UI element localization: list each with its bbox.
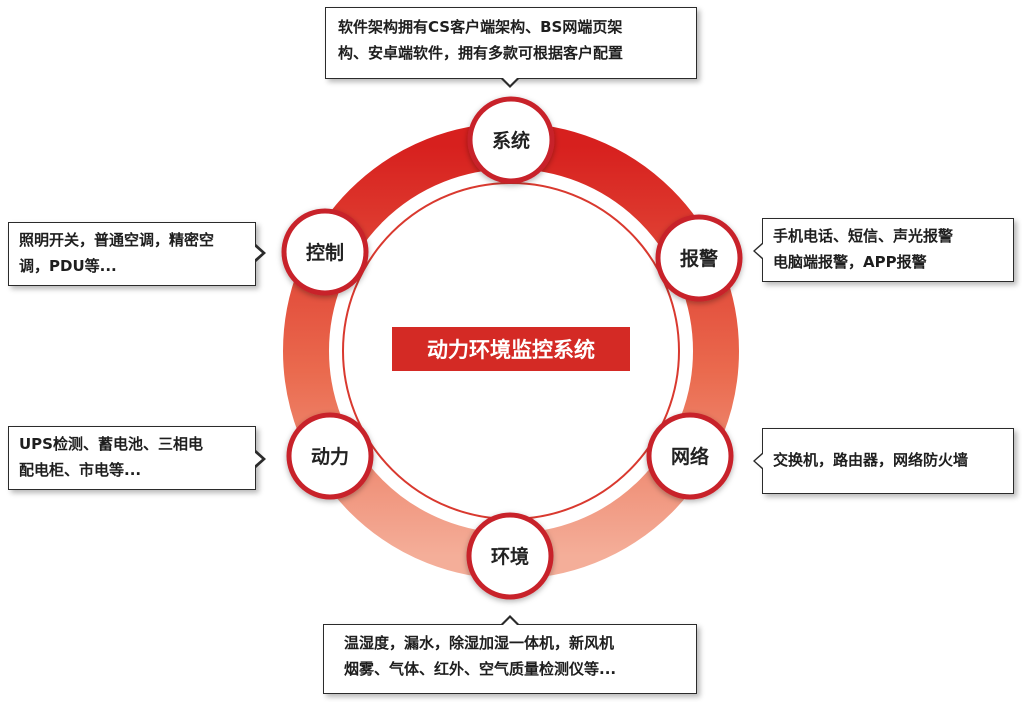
node-alarm-label: 报警 <box>680 247 718 270</box>
callout-environment: 温湿度，漏水，除湿加湿一体机，新风机 烟雾、气体、红外、空气质量检测仪等... <box>323 624 697 694</box>
callout-power: UPS检测、蓄电池、三相电 配电柜、市电等... <box>8 426 256 490</box>
node-power[interactable]: 动力 <box>286 412 374 500</box>
callout-power-line-1: UPS检测、蓄电池、三相电 <box>19 435 203 453</box>
node-environment-label: 环境 <box>491 545 529 568</box>
node-system[interactable]: 系统 <box>467 96 555 184</box>
callout-control: 照明开关，普通空调，精密空 调，PDU等... <box>8 222 256 286</box>
callout-network: 交换机，路由器，网络防火墙 <box>762 428 1014 494</box>
callout-control-line-1: 照明开关，普通空调，精密空 <box>19 231 215 249</box>
node-alarm[interactable]: 报警 <box>655 214 743 302</box>
callout-alarm: 手机电话、短信、声光报警 电脑端报警，APP报警 <box>762 218 1014 282</box>
center-title: 动力环境监控系统 <box>427 338 595 362</box>
callout-network-pointer-fill <box>755 454 763 468</box>
callout-control-line-2: 调，PDU等... <box>19 257 117 275</box>
node-network-label: 网络 <box>671 445 709 468</box>
center-title-box <box>392 327 630 371</box>
callout-environment-line-2: 烟雾、气体、红外、空气质量检测仪等... <box>344 660 617 678</box>
node-system-label: 系统 <box>492 129 530 152</box>
callout-system: 软件架构拥有CS客户端架构、BS网端页架 构、安卓端软件，拥有多款可根据客户配置 <box>325 7 697 79</box>
callout-system-pointer-fill <box>502 77 518 85</box>
callout-environment-pointer-fill <box>502 618 518 626</box>
node-network[interactable]: 网络 <box>646 412 734 500</box>
callout-network-line-1: 交换机，路由器，网络防火墙 <box>773 451 969 469</box>
callout-power-pointer-fill <box>254 452 262 466</box>
callout-alarm-line-2: 电脑端报警，APP报警 <box>773 253 927 271</box>
callout-control-pointer-fill <box>254 246 262 260</box>
node-control[interactable]: 控制 <box>281 208 369 296</box>
node-environment[interactable]: 环境 <box>466 512 554 600</box>
node-power-label: 动力 <box>311 445 349 468</box>
callout-alarm-pointer-fill <box>755 244 763 258</box>
callout-power-line-2: 配电柜、市电等... <box>19 461 142 479</box>
node-control-label: 控制 <box>306 241 344 264</box>
callout-environment-line-1: 温湿度，漏水，除湿加湿一体机，新风机 <box>344 634 615 652</box>
callout-alarm-line-1: 手机电话、短信、声光报警 <box>773 227 954 245</box>
callout-system-line-1: 软件架构拥有CS客户端架构、BS网端页架 <box>338 18 623 36</box>
callout-system-line-2: 构、安卓端软件，拥有多款可根据客户配置 <box>338 44 624 62</box>
